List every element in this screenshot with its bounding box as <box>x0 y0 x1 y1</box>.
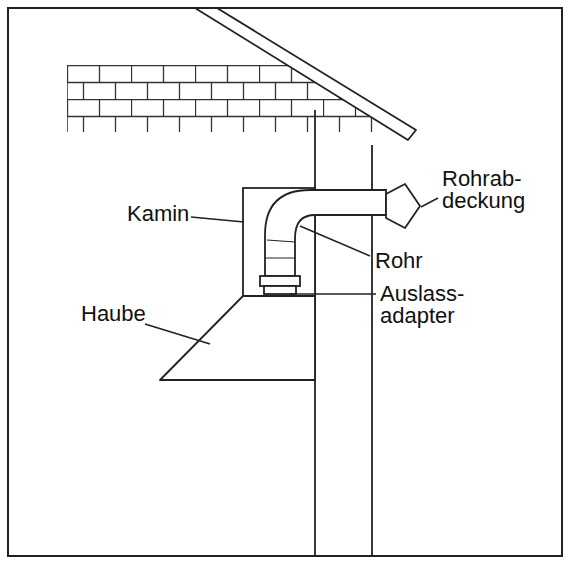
hood <box>160 296 315 380</box>
part-label: Haube <box>80 303 147 325</box>
frame <box>8 8 562 556</box>
roof <box>195 8 416 140</box>
duct-pipe <box>265 190 386 276</box>
part-label: Rohr <box>374 250 424 272</box>
wall <box>315 110 372 556</box>
pipe-cap <box>386 184 420 228</box>
part-label: Kamin <box>126 203 190 225</box>
part-label: Auslass- adapter <box>379 283 465 327</box>
outlet-adapter <box>260 276 300 294</box>
part-label: Rohrab- deckung <box>441 168 526 212</box>
